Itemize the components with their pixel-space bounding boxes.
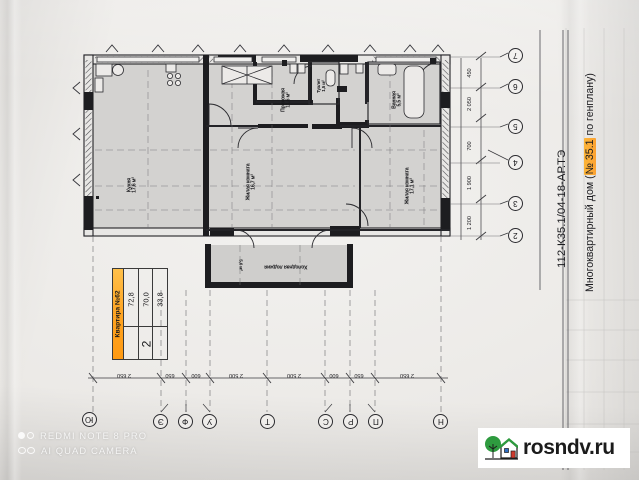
- area-value: 33,8: [155, 292, 165, 307]
- axis-bubble-bottom-n: Н: [433, 414, 448, 429]
- drawing-code: 112-К35.1/04-18-АР.ТЭ: [556, 149, 568, 268]
- room-label-hallway: Прихожая 11,6 м²: [281, 88, 293, 112]
- area-value: 70,0: [141, 292, 150, 307]
- axis-label: 7: [513, 51, 518, 60]
- room-name: Холодная лоджия: [264, 263, 308, 270]
- axis-bubble-right-4: 4: [508, 155, 523, 170]
- room-label-bathroom: Ванная 5,5 м²: [392, 91, 404, 109]
- axis-bubble-bottom-p: П: [368, 414, 383, 429]
- room-area: 1,5 м²: [321, 80, 326, 92]
- dim-right-1: 450: [467, 68, 473, 78]
- room-area: 17,6 м²: [132, 177, 138, 193]
- room-label-toilet: Туалет 1,5 м²: [316, 79, 327, 93]
- project-name-suffix: по генплану): [584, 73, 596, 139]
- dim-bottom-6: 600: [329, 372, 339, 378]
- rooms-count-value: 2: [139, 340, 153, 347]
- logo-text: rosndv.ru: [523, 436, 615, 459]
- room-label-living-room-2: Жилая комната 17,1 м²: [405, 168, 417, 205]
- apartment-number-tab: Квартира №62: [112, 268, 124, 360]
- apartment-rooms-count: 2: [124, 326, 168, 360]
- axis-bubble-right-6: 6: [508, 79, 523, 94]
- dim-bottom-2: 650: [165, 372, 175, 378]
- room-area: 16,7 м²: [251, 174, 257, 190]
- axis-bubble-right-7: 7: [508, 48, 523, 63]
- project-name-prefix: Многоквартирный дом (: [584, 175, 596, 292]
- apartment-legend-table: Квартира №62 72,8 70,0 33,8 2: [112, 268, 168, 360]
- room-label-living-room-1: Жилая комната 16,7 м²: [246, 164, 258, 201]
- room-area: 11,6 м²: [286, 92, 292, 108]
- room-area-cold-loggia: 5,6 м²: [238, 259, 243, 270]
- dim-bottom-7: 650: [354, 372, 364, 378]
- dim-bottom-8: 2 650: [400, 372, 414, 378]
- axis-label: 5: [513, 122, 518, 131]
- axis-bubble-bottom-s: С: [318, 414, 333, 429]
- axis-label: Ф: [182, 417, 189, 426]
- dim-right-3: 700: [467, 141, 473, 151]
- axis-bubble-bottom-f: Ф: [178, 414, 193, 429]
- axis-label: 4: [513, 158, 518, 167]
- axis-label: У: [206, 417, 213, 426]
- axis-label: Н: [437, 417, 444, 426]
- dim-right-4: 1 900: [467, 176, 473, 190]
- apartment-number-label: Квартира №62: [114, 290, 122, 338]
- axis-bubble-bottom-u: У: [202, 414, 217, 429]
- apartment-area-total: 72,8: [124, 269, 139, 359]
- axis-bubble-bottom-yu: Ю: [82, 412, 97, 427]
- axis-label: Т: [264, 417, 270, 426]
- rosndv-logo[interactable]: rosndv.ru: [478, 428, 630, 468]
- room-area: 5,6 м²: [238, 259, 244, 271]
- axis-label: Р: [347, 417, 354, 426]
- tree-icon: [485, 436, 501, 458]
- room-area: 17,1 м²: [410, 178, 416, 194]
- room-label-cold-loggia: Холодная лоджия: [264, 263, 308, 270]
- axis-label: С: [322, 417, 329, 426]
- axis-bubble-bottom-r: Р: [343, 414, 358, 429]
- axis-label: П: [372, 417, 379, 426]
- axis-label: 6: [513, 82, 518, 91]
- dim-right-5: 1 200: [467, 216, 473, 230]
- axis-bubble-right-2: 2: [508, 228, 523, 243]
- house-icon: [498, 437, 518, 459]
- dim-right-2: 2 050: [467, 97, 473, 111]
- apartment-area-living-total: 70,0: [139, 269, 154, 359]
- axis-bubble-bottom-e: Э: [153, 414, 168, 429]
- logo-mark: [485, 436, 518, 460]
- axis-label: 2: [513, 231, 518, 240]
- project-name-highlight: № 35.1: [584, 138, 596, 176]
- dim-bottom-1: 2 650: [117, 372, 131, 378]
- axis-bubble-right-3: 3: [508, 196, 523, 211]
- axis-label: Ю: [85, 415, 94, 424]
- area-value: 72,8: [126, 292, 136, 307]
- apartment-area-cells: 72,8 70,0 33,8: [124, 268, 168, 360]
- dim-bottom-3: 600: [191, 372, 201, 378]
- project-name: Многоквартирный дом (№ 35.1 по генплану): [584, 73, 596, 292]
- dim-bottom-4: 2 500: [229, 372, 243, 378]
- dim-bottom-5: 2 500: [287, 372, 301, 378]
- room-area: 5,5 м²: [397, 93, 403, 107]
- room-label-kitchen: Кухня 17,6 м²: [127, 177, 139, 193]
- axis-bubble-right-5: 5: [508, 119, 523, 134]
- axis-label: Э: [157, 417, 164, 426]
- axis-bubble-bottom-t: Т: [260, 414, 275, 429]
- axis-label: 3: [513, 199, 518, 208]
